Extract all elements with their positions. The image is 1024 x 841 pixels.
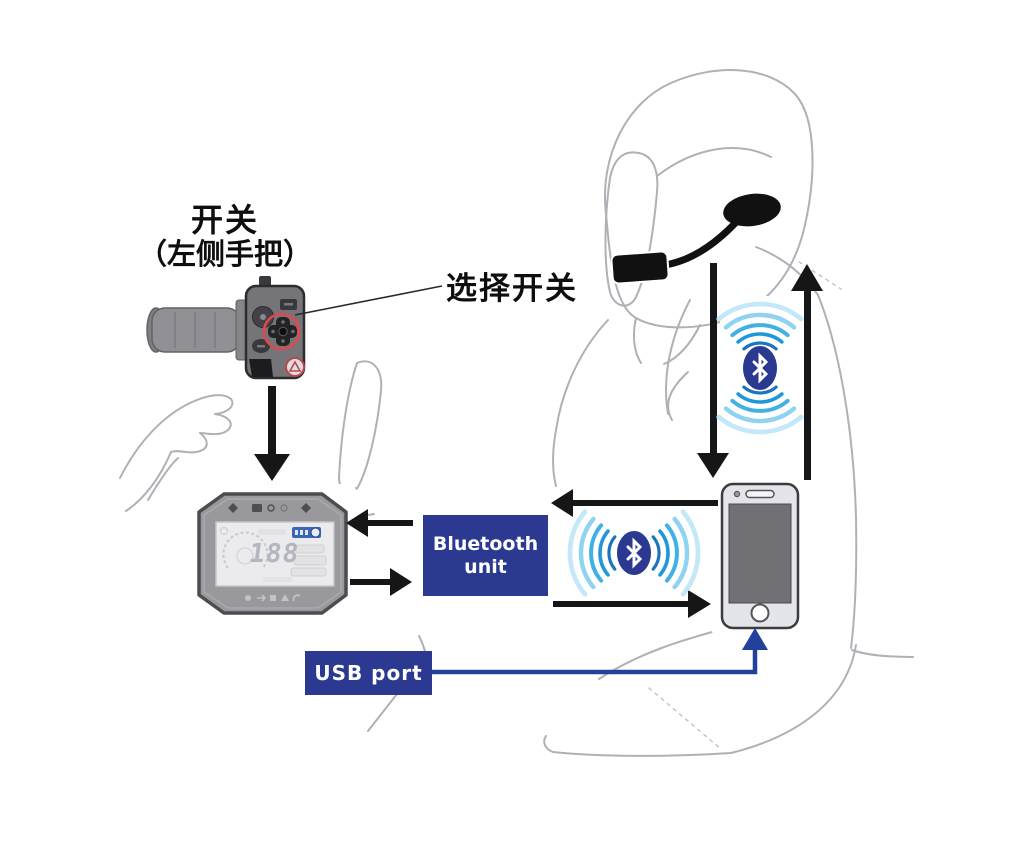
- arrow-meter-to-btunit: [350, 568, 412, 596]
- arrow-phone-to-headset: [791, 264, 823, 480]
- switch-label-line1: 开关: [190, 201, 259, 239]
- switch-label-line2: （左侧手把）: [137, 236, 312, 271]
- earpiece-icon: [745, 489, 775, 499]
- smartphone: [720, 482, 800, 630]
- usb-port-box: USB port: [305, 651, 432, 695]
- rider-leg-line: [543, 644, 857, 757]
- flow-arrows: [254, 263, 823, 618]
- hand-outline: [119, 394, 234, 512]
- helmet-outline: [604, 69, 814, 329]
- meter-gauge-arc: [222, 531, 269, 570]
- dpad-select-switch: [268, 317, 297, 346]
- phone-screen: [728, 503, 792, 604]
- callout-line: [294, 285, 443, 316]
- arrow-phone-to-btunit: [551, 489, 718, 517]
- handlebar-switch: [146, 276, 443, 380]
- handlebar-grip: [151, 307, 241, 353]
- bottom-rocker-button: [249, 359, 273, 377]
- meter-top-indicator-icons: [228, 503, 311, 513]
- camera-dot-icon: [733, 490, 741, 498]
- bluetooth-unit-label-line1: Bluetooth: [432, 533, 539, 556]
- arrow-btunit-to-phone: [553, 590, 711, 618]
- bluetooth-unit-box: Bluetooth unit: [423, 515, 548, 596]
- headset-boom: [661, 214, 744, 269]
- helmet-headset: [610, 193, 781, 285]
- arrow-switch-to-meter: [254, 386, 290, 481]
- arrow-btunit-to-meter: [346, 509, 413, 537]
- meter-display: [197, 492, 348, 615]
- rider-back-line: [817, 294, 858, 649]
- meter-bottom-indicator-icons: [245, 594, 301, 602]
- bluetooth-unit-label-line2: unit: [464, 555, 507, 578]
- meter-display-value: 188: [247, 539, 302, 569]
- select-switch-highlight-ring: [262, 312, 301, 351]
- headset-microphone: [610, 250, 670, 285]
- bluetooth-signal-horizontal: [567, 509, 701, 597]
- arrow-headset-to-phone: [697, 263, 729, 478]
- select-switch-label: 选择开关: [446, 271, 578, 307]
- helmet-rim-line: [656, 147, 772, 177]
- bluetooth-signal-vertical: [716, 301, 804, 435]
- home-button: [750, 603, 770, 623]
- usb-connection-arrow: [432, 628, 768, 675]
- switch-label: 开关 （左侧手把）: [90, 204, 360, 269]
